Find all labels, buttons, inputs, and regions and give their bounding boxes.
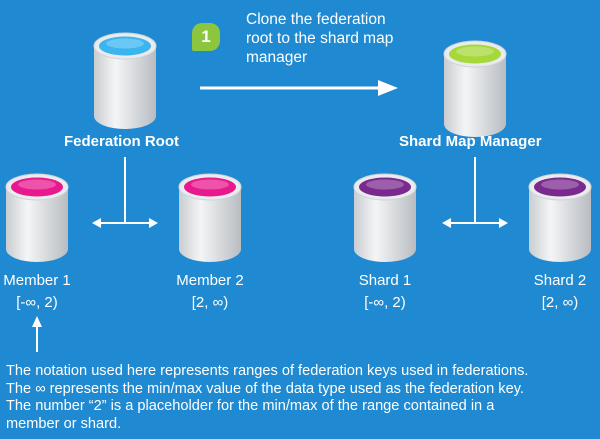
step-number-badge: 1 [192, 23, 220, 51]
member-2-range: [2, ∞) [191, 294, 229, 311]
arrow-right-icon [200, 80, 398, 96]
shard-1-label: Shard 1 [-∞, 2) [325, 272, 445, 312]
shard-2-name: Shard 2 [533, 272, 587, 289]
member-1-name: Member 1 [3, 272, 71, 289]
member-2-name: Member 2 [176, 272, 244, 289]
database-icon [178, 173, 242, 262]
step-text-line: Clone the federation [246, 11, 386, 28]
member-2-label: Member 2 [2, ∞) [150, 272, 270, 312]
shard-2-label: Shard 2 [2, ∞) [500, 272, 600, 312]
note-line: The ∞ represents the min/max value of th… [6, 380, 524, 397]
step-text-line: manager [246, 49, 308, 66]
shard-map-manager-label: Shard Map Manager [399, 133, 542, 150]
note-line: The number “2” is a placeholder for the … [6, 398, 495, 414]
member-1-label: Member 1 [-∞, 2) [0, 272, 97, 312]
notation-note: The notation used here represents ranges… [6, 363, 594, 433]
step-text-line: root to the shard map [246, 30, 394, 47]
database-icon [5, 173, 69, 262]
shard-1-range: [-∞, 2) [364, 294, 406, 311]
database-icon [528, 173, 592, 262]
step-description: Clone the federation root to the shard m… [246, 10, 446, 67]
split-arrow-icon [442, 157, 508, 228]
split-arrow-icon [92, 157, 158, 228]
up-arrow-icon [32, 316, 42, 352]
note-line: The notation used here represents ranges… [6, 363, 529, 379]
shard-1-name: Shard 1 [358, 272, 412, 289]
member-1-range: [-∞, 2) [16, 294, 58, 311]
database-icon [353, 173, 417, 262]
note-line: member or shard. [6, 415, 122, 432]
database-icon [443, 40, 507, 137]
federation-root-label: Federation Root [64, 133, 179, 150]
shard-2-range: [2, ∞) [541, 294, 579, 311]
database-icon [93, 32, 157, 129]
